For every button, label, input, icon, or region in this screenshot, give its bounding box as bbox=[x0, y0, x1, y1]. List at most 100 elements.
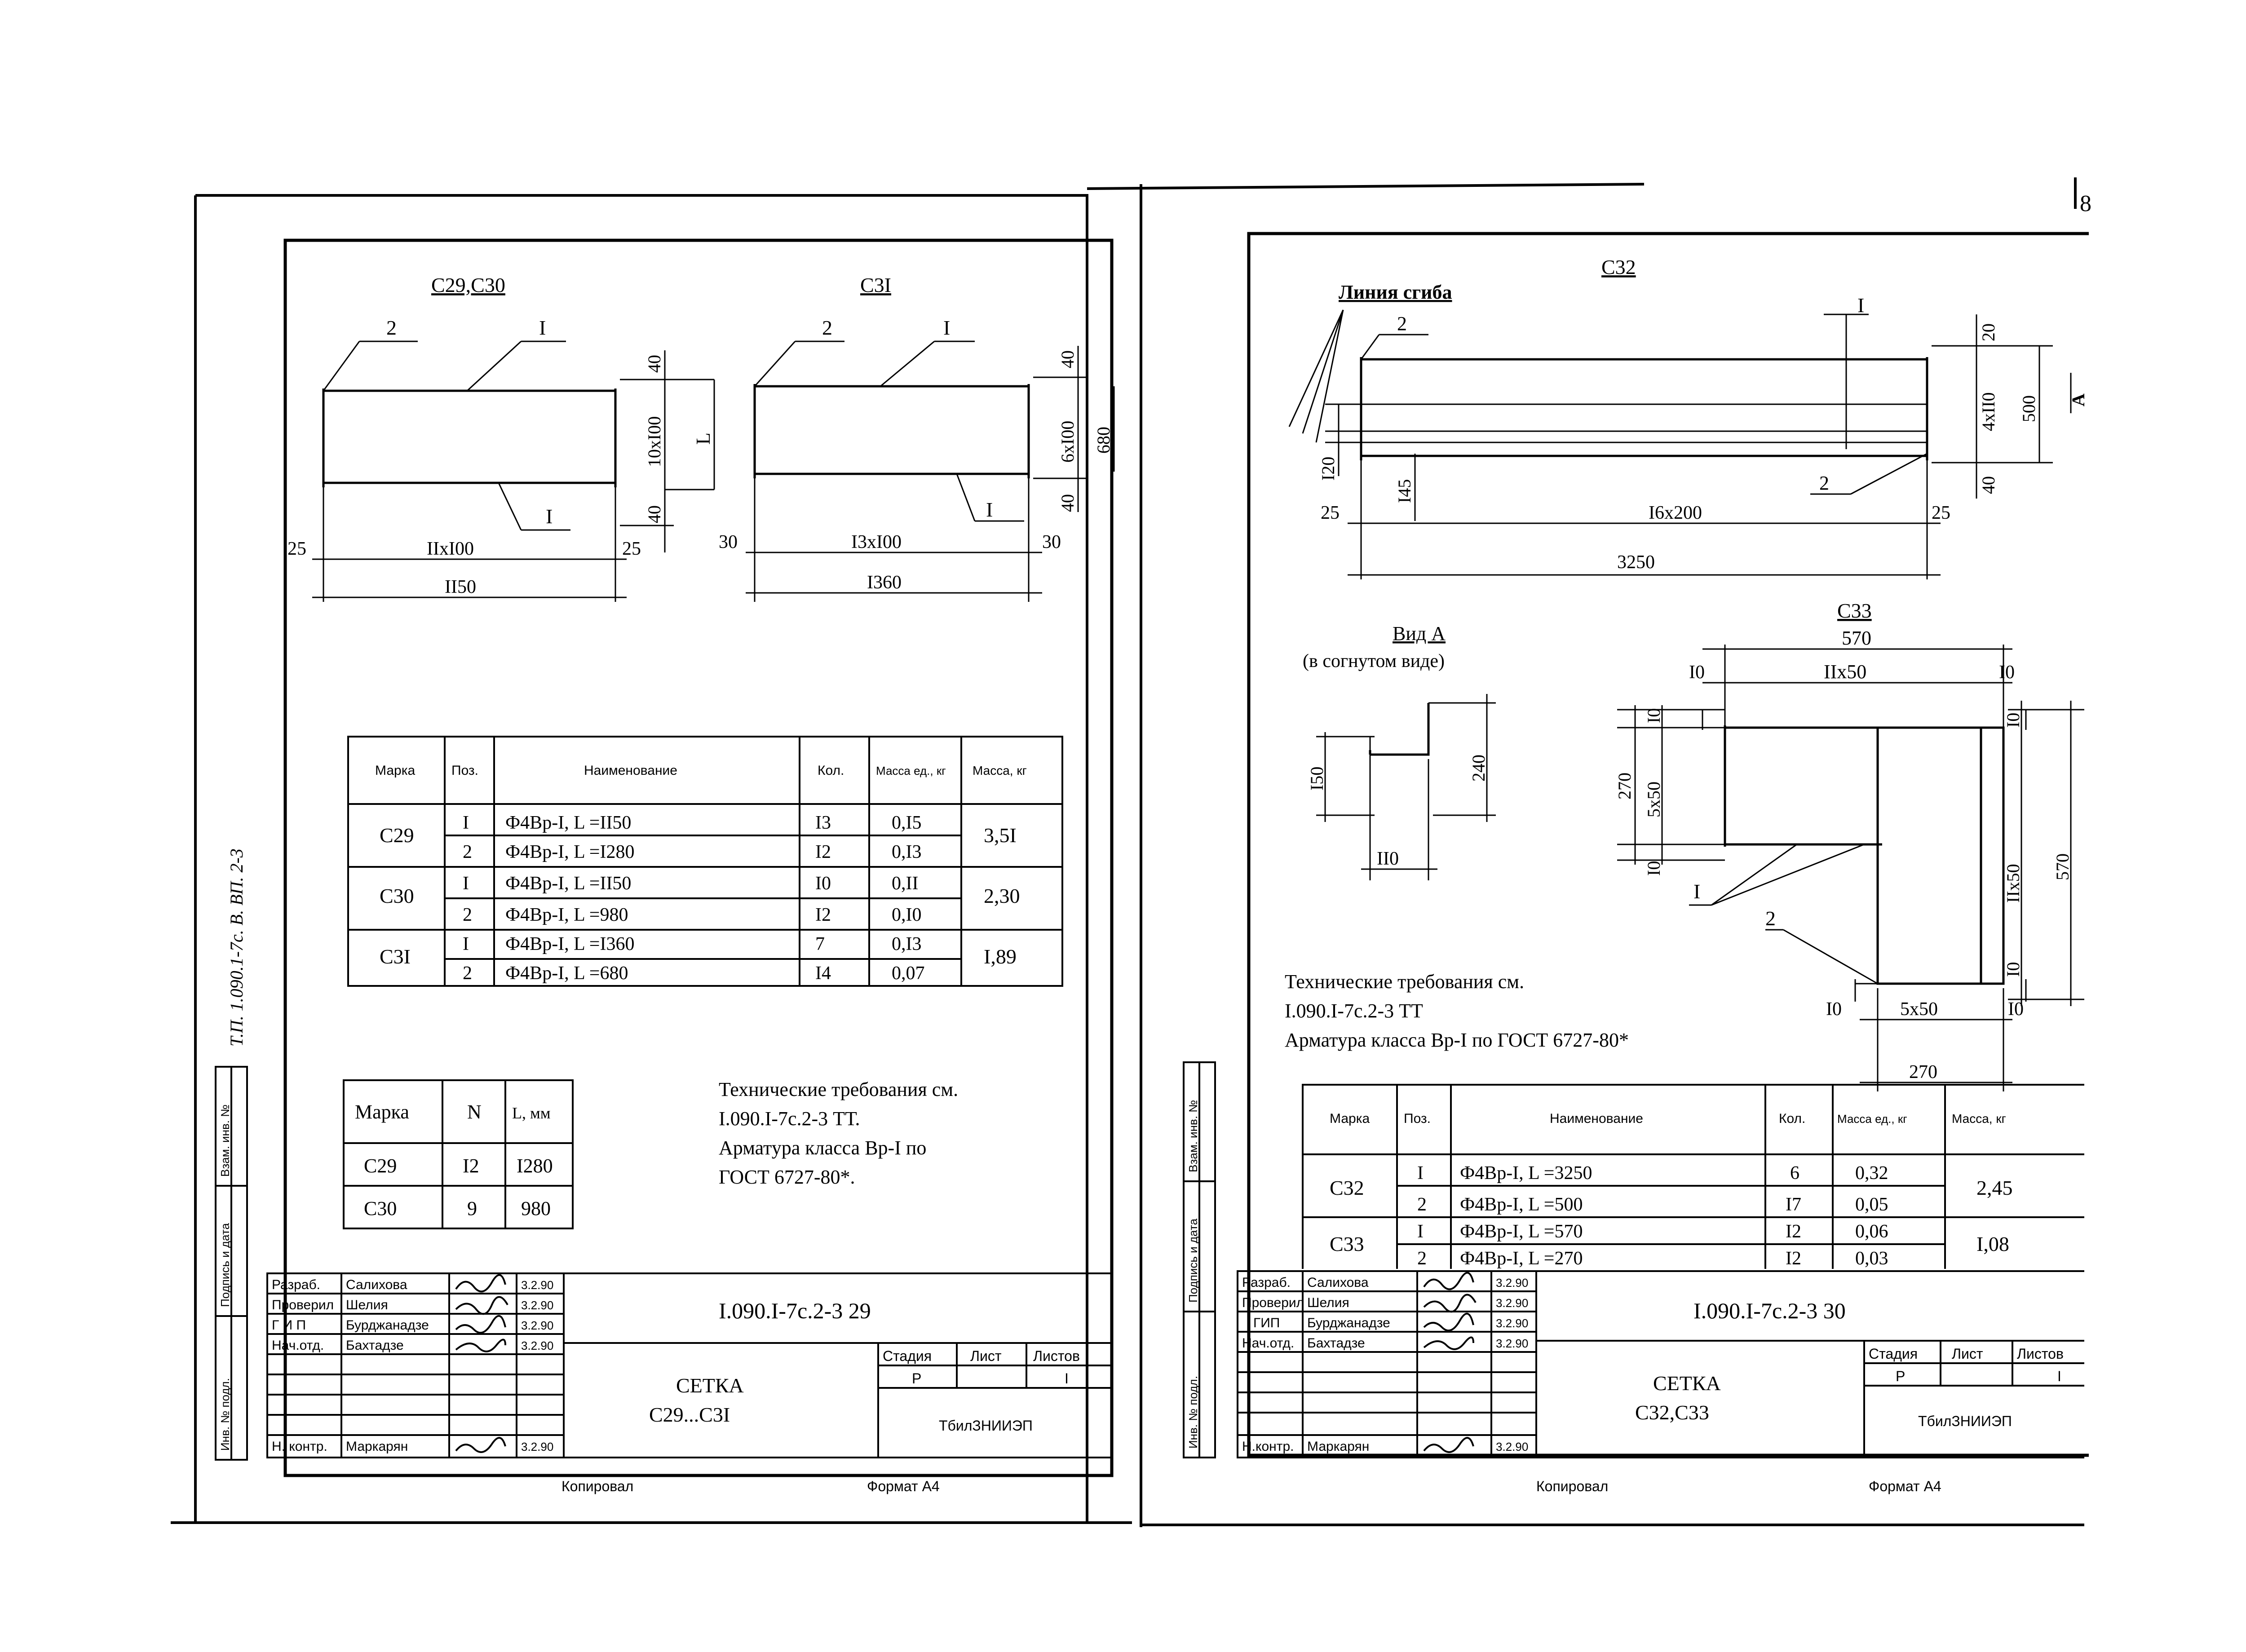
c32-title: С32 bbox=[1601, 256, 1636, 278]
c31-mesh bbox=[753, 384, 1030, 478]
left-row-mark: С30 bbox=[380, 884, 414, 907]
view-c31: С3I bbox=[719, 274, 1115, 602]
right-row-qty: 6 bbox=[1790, 1163, 1799, 1184]
c29-dim-40-bottom: 40 bbox=[644, 505, 664, 523]
right-note-line: Арматура класса Вр-I по ГОСТ 6727-80* bbox=[1285, 1029, 1629, 1051]
right-th-name: Наименование bbox=[1550, 1111, 1643, 1126]
c29-dim-11x100: IIxI00 bbox=[427, 539, 474, 559]
right-row-pos: I bbox=[1417, 1163, 1424, 1184]
left-note-line: Арматура класса Вр-I по bbox=[719, 1137, 926, 1159]
c29-dim-25-right: 25 bbox=[622, 539, 641, 559]
left-tb-name-line1: СЕТКА bbox=[676, 1374, 744, 1397]
c31-dim-680: 680 bbox=[1093, 427, 1114, 454]
left-tb-date: 3.2.90 bbox=[521, 1440, 553, 1453]
c31-dim-40-top: 40 bbox=[1057, 350, 1078, 368]
right-footer-copied: Копировал bbox=[1536, 1478, 1608, 1494]
left-sheet-frame bbox=[283, 239, 1114, 1477]
c33-dim-10-left-bottom: I0 bbox=[1644, 861, 1664, 876]
left-tb-role: Проверил bbox=[272, 1298, 334, 1312]
view-a-dim-150: I50 bbox=[1307, 767, 1327, 791]
right-tb-role: Н.контр. bbox=[1242, 1439, 1294, 1454]
left-th-name: Наименование bbox=[584, 763, 677, 778]
right-side-strip: Взам. инв. № Подпись и дата Инв. № подл. bbox=[1183, 1061, 1216, 1458]
left-tb-date: 3.2.90 bbox=[521, 1319, 553, 1332]
c33-dim-5x50-left: 5x50 bbox=[1644, 782, 1664, 817]
right-title-block: Разраб. Проверил ГИП Нач.отд. Н.контр. С… bbox=[1237, 1270, 2084, 1458]
left-row-unit: 0,II bbox=[892, 873, 918, 894]
right-row-name: Ф4Вр-I, L =270 bbox=[1460, 1248, 1583, 1269]
c33-dim-10-br: I0 bbox=[2008, 999, 2024, 1020]
right-tb-person: Шелия bbox=[1307, 1295, 1349, 1310]
view-a: Вид А (в согнутом виде) I50 240 II0 bbox=[1303, 623, 1496, 880]
c32-dim-25-left: 25 bbox=[1321, 503, 1340, 523]
right-tb-date: 3.2.90 bbox=[1496, 1440, 1528, 1453]
left-row-qty: I4 bbox=[815, 963, 831, 984]
c31-leader-1-top: I bbox=[943, 316, 950, 339]
right-row-qty: I2 bbox=[1786, 1221, 1801, 1242]
right-tb-name-line1: СЕТКА bbox=[1653, 1372, 1721, 1395]
c33-mesh bbox=[1724, 725, 2005, 985]
right-tb-role: ГИП bbox=[1253, 1316, 1280, 1330]
left-tb-sheet-label: Лист bbox=[970, 1348, 1002, 1364]
left-row-mass: I,89 bbox=[984, 945, 1017, 968]
left-row-qty: I2 bbox=[815, 842, 831, 862]
right-th-mass: Масса, кг bbox=[1952, 1112, 2006, 1126]
view-a-bent-bar bbox=[1370, 703, 1430, 756]
left-footer-copied: Копировал bbox=[562, 1478, 633, 1494]
c31-dim-total: I360 bbox=[867, 572, 902, 593]
right-row-pos: 2 bbox=[1417, 1194, 1427, 1215]
right-row-qty: I7 bbox=[1786, 1194, 1801, 1215]
left-row-mark: С3I bbox=[380, 945, 411, 968]
right-footer-format: Формат А4 bbox=[1869, 1478, 1941, 1494]
right-tb-date: 3.2.90 bbox=[1496, 1337, 1528, 1350]
c31-leader-2: 2 bbox=[822, 316, 832, 339]
left-tb-date: 3.2.90 bbox=[521, 1339, 553, 1352]
c33-dim-10-left-top: I0 bbox=[1644, 708, 1664, 723]
c33-dim-10-tr: I0 bbox=[1999, 662, 2015, 683]
view-c29-c30: С29,С30 bbox=[287, 274, 715, 602]
right-row-name: Ф4Вр-I, L =500 bbox=[1460, 1194, 1583, 1215]
left-small-row-n: I2 bbox=[463, 1155, 479, 1177]
left-row-mass: 3,5I bbox=[984, 824, 1017, 847]
c32-dim-145: I45 bbox=[1394, 479, 1415, 503]
view-a-dim-110: II0 bbox=[1377, 848, 1399, 869]
right-tb-person: Бурджанадзе bbox=[1307, 1316, 1390, 1330]
right-tb-role: Проверил bbox=[1242, 1295, 1304, 1310]
left-row-pos: 2 bbox=[463, 842, 472, 862]
left-row-mass: 2,30 bbox=[984, 884, 1020, 907]
right-tb-date: 3.2.90 bbox=[1496, 1296, 1528, 1310]
left-small-row-mark: С30 bbox=[364, 1197, 397, 1219]
left-th-pos: Поз. bbox=[451, 763, 478, 778]
left-tb-date: 3.2.90 bbox=[521, 1299, 553, 1312]
right-tb-signatures bbox=[1423, 1272, 1477, 1453]
right-row-unit: 0,32 bbox=[1855, 1163, 1888, 1184]
c31-dim-30-right: 30 bbox=[1042, 532, 1061, 552]
c31-dim-6x100: 6xI00 bbox=[1057, 421, 1078, 463]
left-tb-org: ТбилЗНИИЭП bbox=[939, 1418, 1033, 1434]
right-tb-sheets-value: I bbox=[2057, 1368, 2061, 1384]
left-tb-designation: I.090.I-7с.2-3 29 bbox=[719, 1298, 871, 1323]
right-row-mark: С33 bbox=[1330, 1232, 1364, 1255]
c33-title: С33 bbox=[1837, 599, 1872, 622]
left-side-label: Инв. № подл. bbox=[218, 1378, 232, 1451]
left-sheet: Т.П. 1.090.1-7с. В. ВП. 2-3 С29,С30 bbox=[215, 239, 1115, 1494]
left-row-qty: I3 bbox=[815, 813, 831, 833]
c31-dimensions bbox=[746, 340, 1115, 602]
c29-dim-25-left: 25 bbox=[287, 539, 306, 559]
c31-leader-1-bottom: I bbox=[986, 498, 993, 521]
right-tb-person: Бахтадзе bbox=[1307, 1336, 1365, 1351]
c33-leader-2: 2 bbox=[1765, 907, 1776, 930]
left-tb-sheets-label: Листов bbox=[1033, 1348, 1080, 1364]
c33-dim-570-top: 570 bbox=[1842, 627, 1871, 649]
c29-c30-title: С29,С30 bbox=[431, 274, 505, 296]
left-th-unit-mass: Масса ед., кг bbox=[876, 764, 946, 777]
left-row-pos: I bbox=[463, 813, 469, 833]
left-small-table: Марка N L, мм С29 I2 I280 С30 9 980 bbox=[343, 1079, 574, 1229]
left-tb-role: Разраб. bbox=[272, 1277, 320, 1292]
left-tb-person: Бахтадзе bbox=[346, 1338, 404, 1353]
c32-dim-4x110: 4xII0 bbox=[1978, 392, 1998, 431]
right-tb-date: 3.2.90 bbox=[1496, 1276, 1528, 1290]
view-a-title: Вид А bbox=[1393, 623, 1446, 645]
c33-dim-270-bottom: 270 bbox=[1909, 1062, 1937, 1082]
c32-dim-16x200: I6x200 bbox=[1649, 503, 1702, 523]
